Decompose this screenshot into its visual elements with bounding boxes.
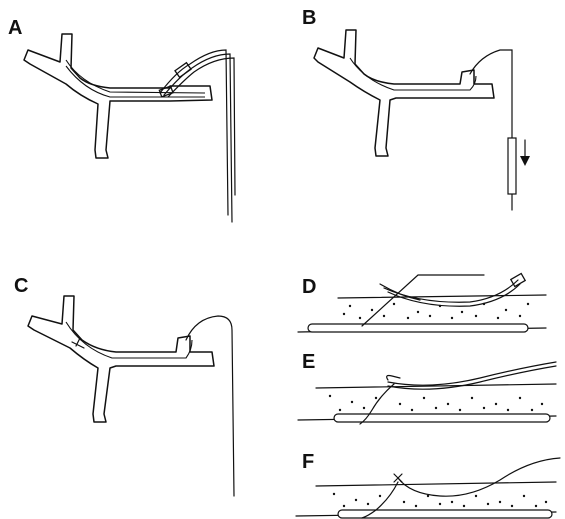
- panel-f: F: [296, 451, 560, 518]
- arrow-down-icon: [520, 140, 530, 166]
- catheter-a: [159, 50, 235, 222]
- tissue-layer-d: [298, 295, 546, 332]
- panel-e: E: [298, 351, 556, 424]
- vessel-tree-b: [314, 30, 494, 156]
- panel-c: C: [14, 275, 234, 496]
- panel-label-b: B: [302, 7, 316, 29]
- catheter-b: [470, 50, 516, 210]
- panel-label-d: D: [302, 276, 316, 298]
- suture-f: [362, 458, 560, 518]
- vessel-tree-a: [24, 34, 212, 158]
- panel-b: B: [302, 7, 530, 210]
- panel-a: A: [8, 17, 235, 222]
- panel-d: D: [298, 274, 546, 332]
- catheter-d: [362, 274, 525, 326]
- panel-label-a: A: [8, 17, 22, 39]
- vessel-tree-c: [28, 296, 214, 422]
- catheter-c: [186, 316, 234, 496]
- panel-label-c: C: [14, 275, 28, 297]
- panel-label-e: E: [302, 351, 315, 373]
- tissue-layer-f: [296, 482, 556, 518]
- panel-label-f: F: [302, 451, 314, 473]
